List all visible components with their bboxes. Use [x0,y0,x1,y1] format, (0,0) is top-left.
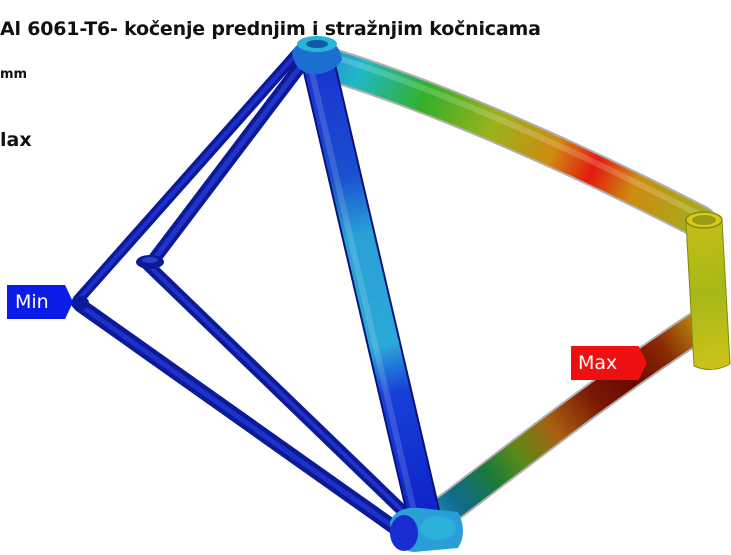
top-tube [298,43,717,239]
seat-stay [72,44,312,306]
simulation-title: Al 6061-T6- kočenje prednjim i stražnjim… [0,18,541,40]
seat-tube [301,45,442,537]
seat-cluster [292,36,342,75]
chain-stay [73,259,418,542]
down-tube [414,306,721,538]
rear-dropout [71,255,164,310]
min-probe-flag: Min [7,285,73,319]
max-value-label: lax [0,129,32,151]
head-tube [685,211,731,370]
max-probe-flag: Max [571,346,647,380]
bottom-bracket [390,507,463,552]
unit-label: mm [0,67,28,82]
